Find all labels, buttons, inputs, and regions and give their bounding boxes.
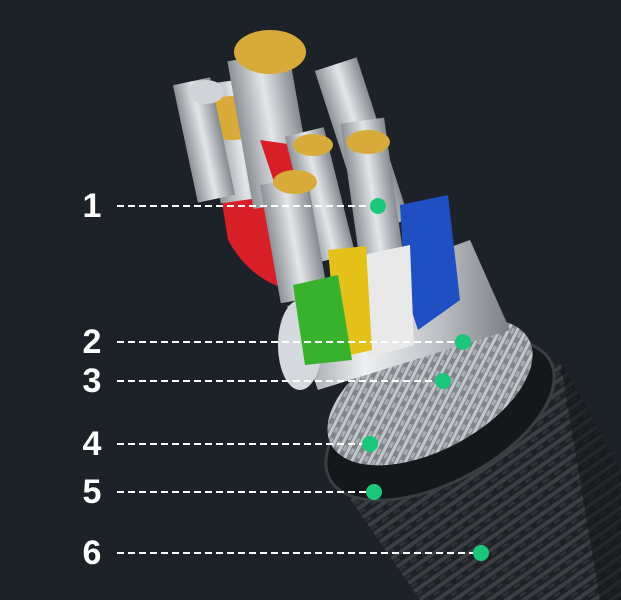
braided-shield: [327, 318, 533, 466]
leader-lines: [117, 205, 481, 554]
callout-label-6: 6: [82, 534, 102, 572]
callout-label-3: 3: [82, 362, 102, 400]
marker-6: [473, 545, 489, 561]
callout-label-4: 4: [82, 425, 102, 463]
marker-2: [455, 334, 471, 350]
marker-3: [435, 373, 451, 389]
marker-5: [366, 484, 382, 500]
wire-white: [340, 117, 414, 358]
marker-1: [370, 198, 386, 214]
callout-markers: [362, 198, 489, 561]
drain-wire: [172, 77, 236, 203]
outer-jacket: [330, 360, 621, 600]
callout-label-1: 1: [82, 187, 102, 225]
callout-label-2: 2: [82, 323, 102, 361]
callout-label-5: 5: [82, 473, 102, 511]
marker-4: [362, 436, 378, 452]
